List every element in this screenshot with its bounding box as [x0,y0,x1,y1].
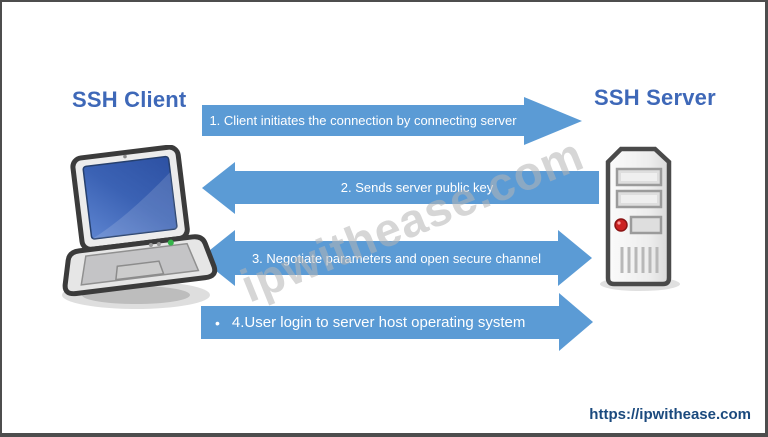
laptop-icon [62,145,218,309]
watermark-text: ipwithease.com [233,126,591,313]
ssh-server-title: SSH Server [594,85,716,110]
step-1-label: 1. Client initiates the connection by co… [209,113,517,128]
step-2-arrow: 2. Sends server public key [235,171,599,204]
footer-url[interactable]: https://ipwithease.com [589,406,751,423]
step-4-arrow: • 4.User login to server host operating … [201,306,559,339]
step-4-label: 4.User login to server host operating sy… [231,314,526,331]
step-4-arrowhead-right-icon [559,293,593,351]
step-3-arrow: 3. Negotiate parameters and open secure … [235,241,558,275]
ssh-client-title: SSH Client [72,87,187,112]
step-3-label: 3. Negotiate parameters and open secure … [251,250,542,266]
step-4-bullet: • [215,314,220,331]
step-3-arrowhead-right-icon [558,230,592,286]
step-2-arrowhead-left-icon [202,162,235,214]
server-tower-icon [600,146,680,291]
step-1-arrowhead-right-icon [524,97,582,145]
step-2-label: 2. Sends server public key [340,180,494,195]
step-1-arrow: 1. Client initiates the connection by co… [202,105,524,136]
